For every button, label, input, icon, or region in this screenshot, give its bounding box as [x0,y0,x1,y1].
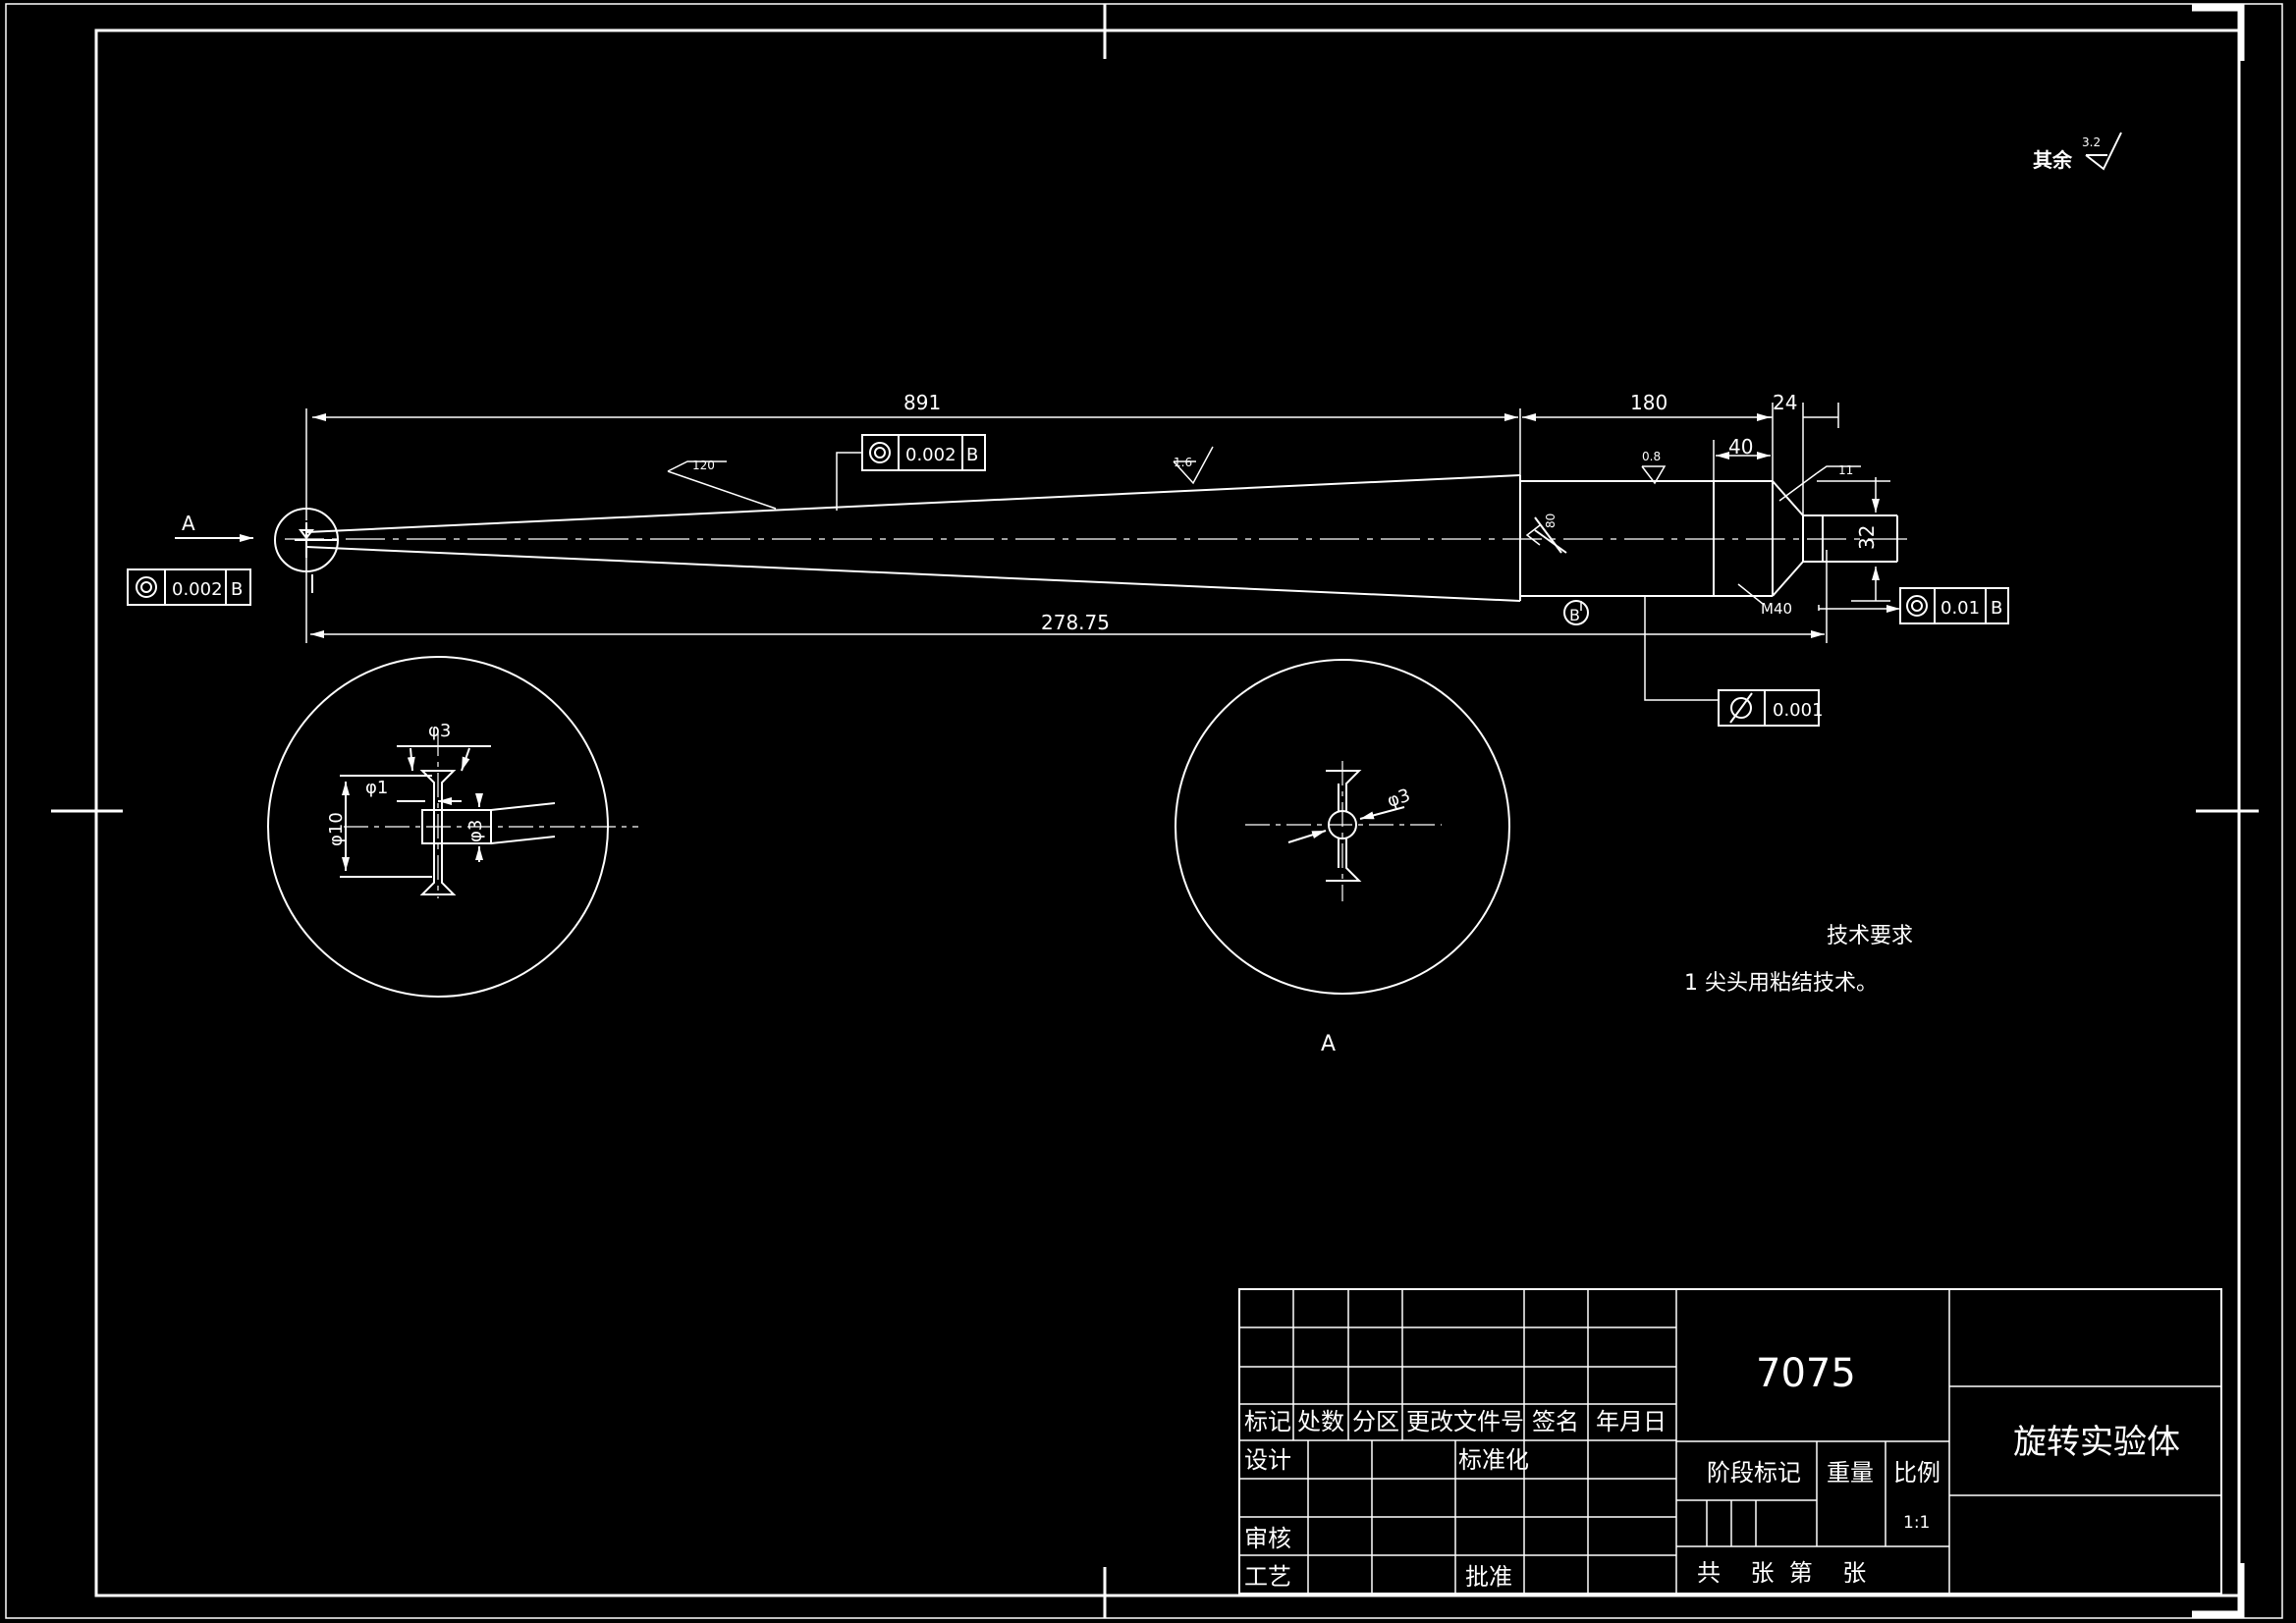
part-name: 旋转实验体 [2013,1423,2180,1462]
tb-scale: 1:1 [1903,1513,1930,1533]
tol-right-value: 0.01 [1941,598,1980,619]
tb-sheets: 共 张 第 张 [1697,1559,1866,1587]
tol-frame-right: 0.01 B [1899,587,2009,624]
dim-24: 24 [1773,391,1797,414]
datum-b: B [1563,600,1589,625]
tol-frame-left: 0.002 B [127,568,251,606]
tech-req-title: 技术要求 [1827,924,1913,948]
tol-frame-cylindricity: 0.001 [1644,596,1824,727]
tb-process: 工艺 [1244,1563,1291,1591]
tb-header-date: 年月日 [1596,1408,1667,1435]
tb-header-count: 处数 [1297,1408,1344,1435]
roughness-note: 其余 3.2 [2033,132,2122,172]
concentricity-icon [1906,595,1928,617]
tb-design: 设计 [1244,1446,1291,1474]
view-arrow-label: A [182,512,195,535]
roughness-label: 其余 [2033,148,2073,172]
dim-891: 891 [903,391,941,414]
tol-top-value: 0.002 [905,445,957,465]
dim-32: 32 [1855,525,1879,550]
roughness-1-6: 1.6 [1174,456,1192,469]
angle-120: 120 [692,459,715,472]
roughness-0-8: 0.8 [1642,450,1661,463]
roughness-value: 3.2 [2082,135,2101,149]
tol-left-value: 0.002 [172,579,223,600]
tb-stage: 阶段标记 [1707,1459,1801,1487]
shaft-body [305,474,1898,602]
tol-right-datum: B [1991,598,2002,619]
dim-40: 40 [1728,435,1753,459]
tb-weight: 重量 [1827,1459,1874,1487]
material-7075: 7075 [1756,1351,1856,1396]
sheet-frame [5,3,2283,1619]
detail-left-d3-side: φ3 [465,820,486,842]
tol-frame-top: 0.002 B [836,434,986,511]
tb-scale-label: 比例 [1893,1459,1941,1487]
datum-b-label: B [1569,606,1580,624]
thread-m40: M40 [1761,600,1792,618]
detail-left-d10: φ10 [326,812,347,846]
tb-standard: 标准化 [1458,1446,1529,1474]
dim-278-75: 278.75 [1041,611,1110,634]
dimension-lines [305,403,1900,643]
dim-180: 180 [1630,391,1667,414]
view-a-label: A [1321,1032,1336,1056]
tol-cyl-value: 0.001 [1773,700,1824,721]
tb-header-sign: 签名 [1532,1408,1579,1435]
view-arrow-a: A [175,512,253,542]
tb-header-doc: 更改文件号 [1406,1408,1524,1435]
cylindricity-icon [1730,697,1752,719]
detail-right-d3: φ3 [1385,785,1413,812]
roughness-symbol [2085,132,2122,171]
surface-callouts [667,446,1861,546]
detail-left-d1: φ1 [365,778,388,798]
tb-header-zone: 分区 [1352,1408,1399,1435]
detail-view-right [1175,659,1510,995]
tech-req-item-1: 1 尖头用粘结技术。 [1684,971,1878,996]
tol-left-datum: B [231,579,243,600]
detail-view-left [267,656,638,998]
title-block [1238,1288,2222,1595]
tb-header-mark: 标记 [1244,1408,1291,1435]
concentricity-icon [869,442,891,463]
detail-left-d3-top: φ3 [428,721,451,741]
angle-11: 11 [1838,463,1853,477]
tb-approve: 批准 [1465,1563,1512,1591]
angle-80: 80 [1544,514,1558,528]
tol-top-datum: B [966,445,978,465]
concentricity-icon [136,576,157,598]
tb-review: 审核 [1244,1525,1291,1552]
